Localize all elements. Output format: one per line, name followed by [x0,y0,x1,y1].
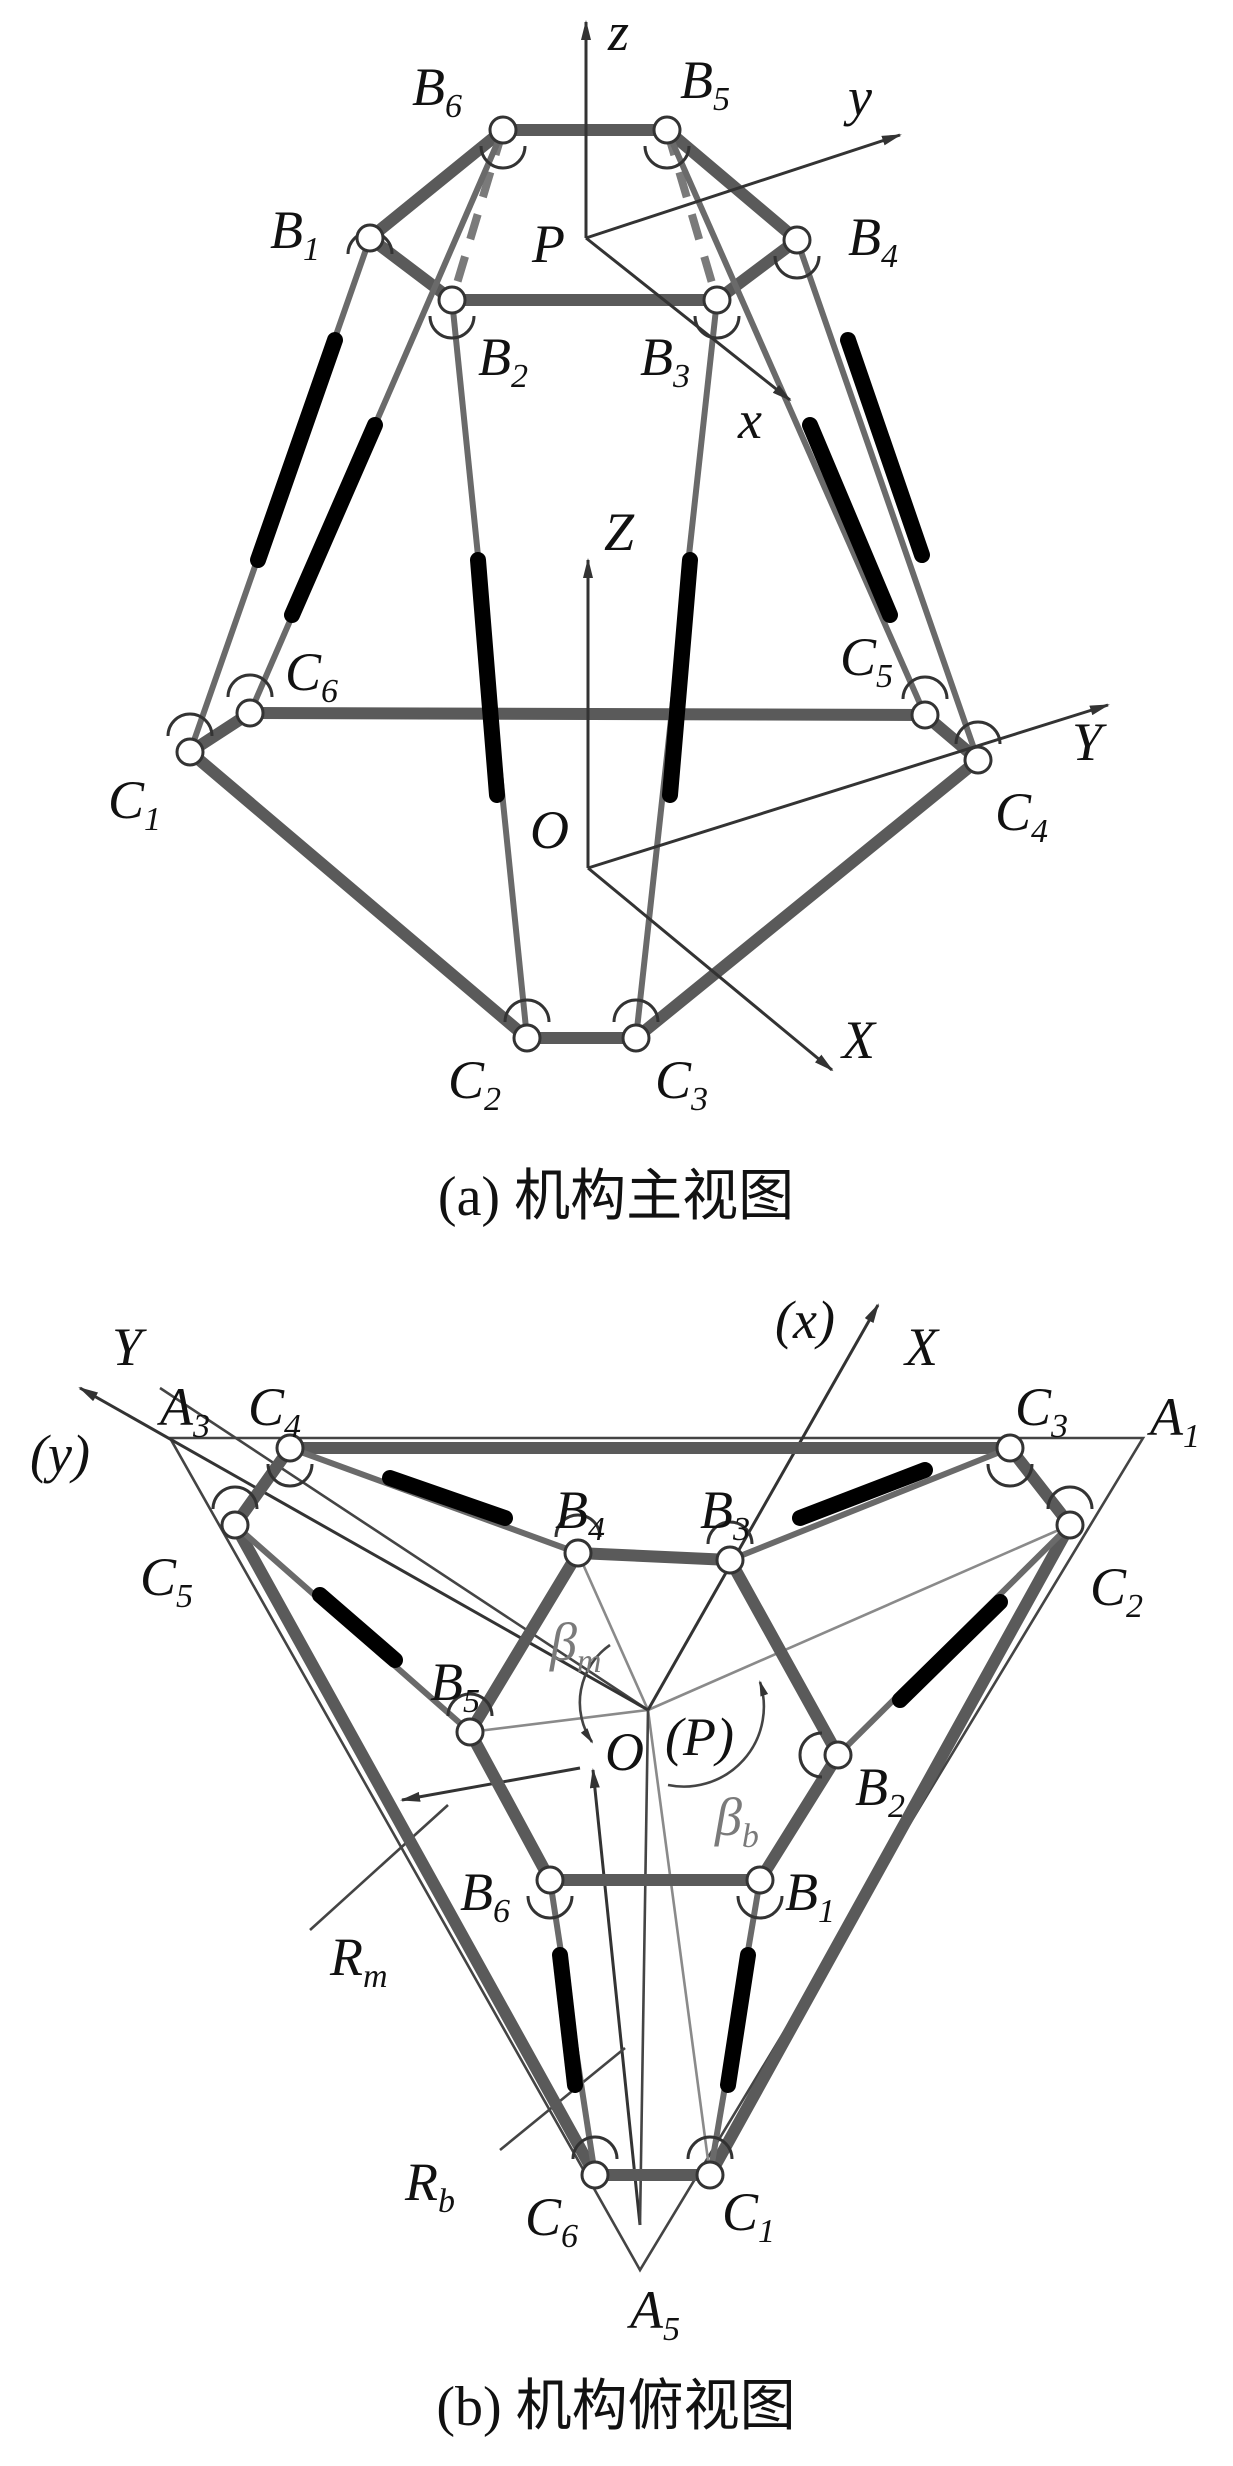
label-C6: C6 [285,642,338,710]
actuator [662,552,698,803]
point-label-O: O [530,800,569,860]
label-B2: B2 [855,1757,905,1825]
label-beta-b: βb [714,1787,759,1855]
labels-front-view: z y x P Z Y X O B1 B2 B3 B4 B5 B6 C1 C2 … [108,2,1107,1118]
caption-panel-b: (b) 机构俯视图 [436,2376,795,2438]
label-B6: B6 [412,57,462,125]
label-B4: B4 [848,207,898,275]
axis-label-z: z [607,2,629,62]
label-B3: B3 [640,327,690,395]
label-C3: C3 [655,1050,708,1118]
label-B3: B3 [700,1480,750,1548]
labels-top-view: X (x) Y (y) O (P) A1 A3 A5 B1 B2 B3 B4 B… [30,1290,1200,2348]
label-B5: B5 [430,1652,480,1720]
actuator [792,1462,933,1526]
leg [728,1445,1012,1563]
base-platform-outline [184,706,988,1044]
label-A3: A3 [157,1377,210,1445]
caption-panel-a: (a) 机构主视图 [438,1166,794,1228]
actuator [802,417,898,623]
axis-label-x-paren: (x) [775,1290,835,1350]
label-C1: C1 [722,2182,775,2250]
actuator [312,1587,403,1668]
axis-label-y: y [843,67,872,127]
label-A5: A5 [627,2280,680,2348]
label-C2: C2 [448,1050,501,1118]
actuator [720,1947,756,2093]
label-C3: C3 [1015,1377,1068,1445]
axis-label-Z: Z [604,502,635,562]
label-B5: B5 [680,50,730,118]
joints-front-view [166,115,1002,1053]
actuators-front-view [250,332,930,803]
actuators-top-view [312,1462,1008,2093]
leg [664,128,928,717]
point-label-O: O [605,1722,644,1782]
actuator [840,332,930,563]
panel-a-front-view: z y x P Z Y X O B1 B2 B3 B4 B5 B6 C1 C2 … [108,2,1110,1228]
leg [794,239,981,761]
axis-label-Y: Y [112,1317,147,1377]
label-C1: C1 [108,770,161,838]
actuator [470,552,505,803]
actuator [250,332,343,568]
moving-platform-outline-top [463,1546,845,1886]
moving-platform-hidden-edge [663,128,721,302]
label-B2: B2 [478,327,528,395]
axis-label-X: X [903,1317,940,1377]
axis-label-x: x [737,390,762,450]
label-Rm: Rm [329,1927,388,1995]
label-beta-m: βm [549,1612,601,1680]
label-B1: B1 [785,1862,835,1930]
point-label-P-paren: (P) [665,1707,734,1767]
construction-triangle-A [167,1436,1146,2273]
axis-label-y-paren: (y) [30,1424,90,1484]
actuator [284,417,383,623]
actuator [382,1470,513,1526]
moving-platform-hidden-edge [448,128,507,302]
construction-lines-top-view [78,1303,1071,2226]
point-label-P: P [531,214,565,274]
joints-top-view [211,1433,1094,2190]
label-C5: C5 [840,627,893,695]
label-C4: C4 [995,782,1048,850]
moving-frame-axes [581,20,902,402]
panel-b-top-view: X (x) Y (y) O (P) A1 A3 A5 B1 B2 B3 B4 B… [30,1290,1200,2438]
axis-label-Y: Y [1072,712,1107,772]
actuator [892,1594,1008,1708]
label-C4: C4 [248,1377,301,1445]
label-B4: B4 [555,1480,605,1548]
label-C5: C5 [140,1547,193,1615]
label-C6: C6 [525,2187,578,2255]
label-B1: B1 [270,200,320,268]
label-B6: B6 [460,1862,510,1930]
label-A1: A1 [1147,1387,1200,1455]
axis-label-X: X [840,1010,877,1070]
label-C2: C2 [1090,1557,1143,1625]
base-frame-axes [583,558,1110,1072]
actuator [552,1947,583,2093]
label-Rb: Rb [404,2152,455,2220]
